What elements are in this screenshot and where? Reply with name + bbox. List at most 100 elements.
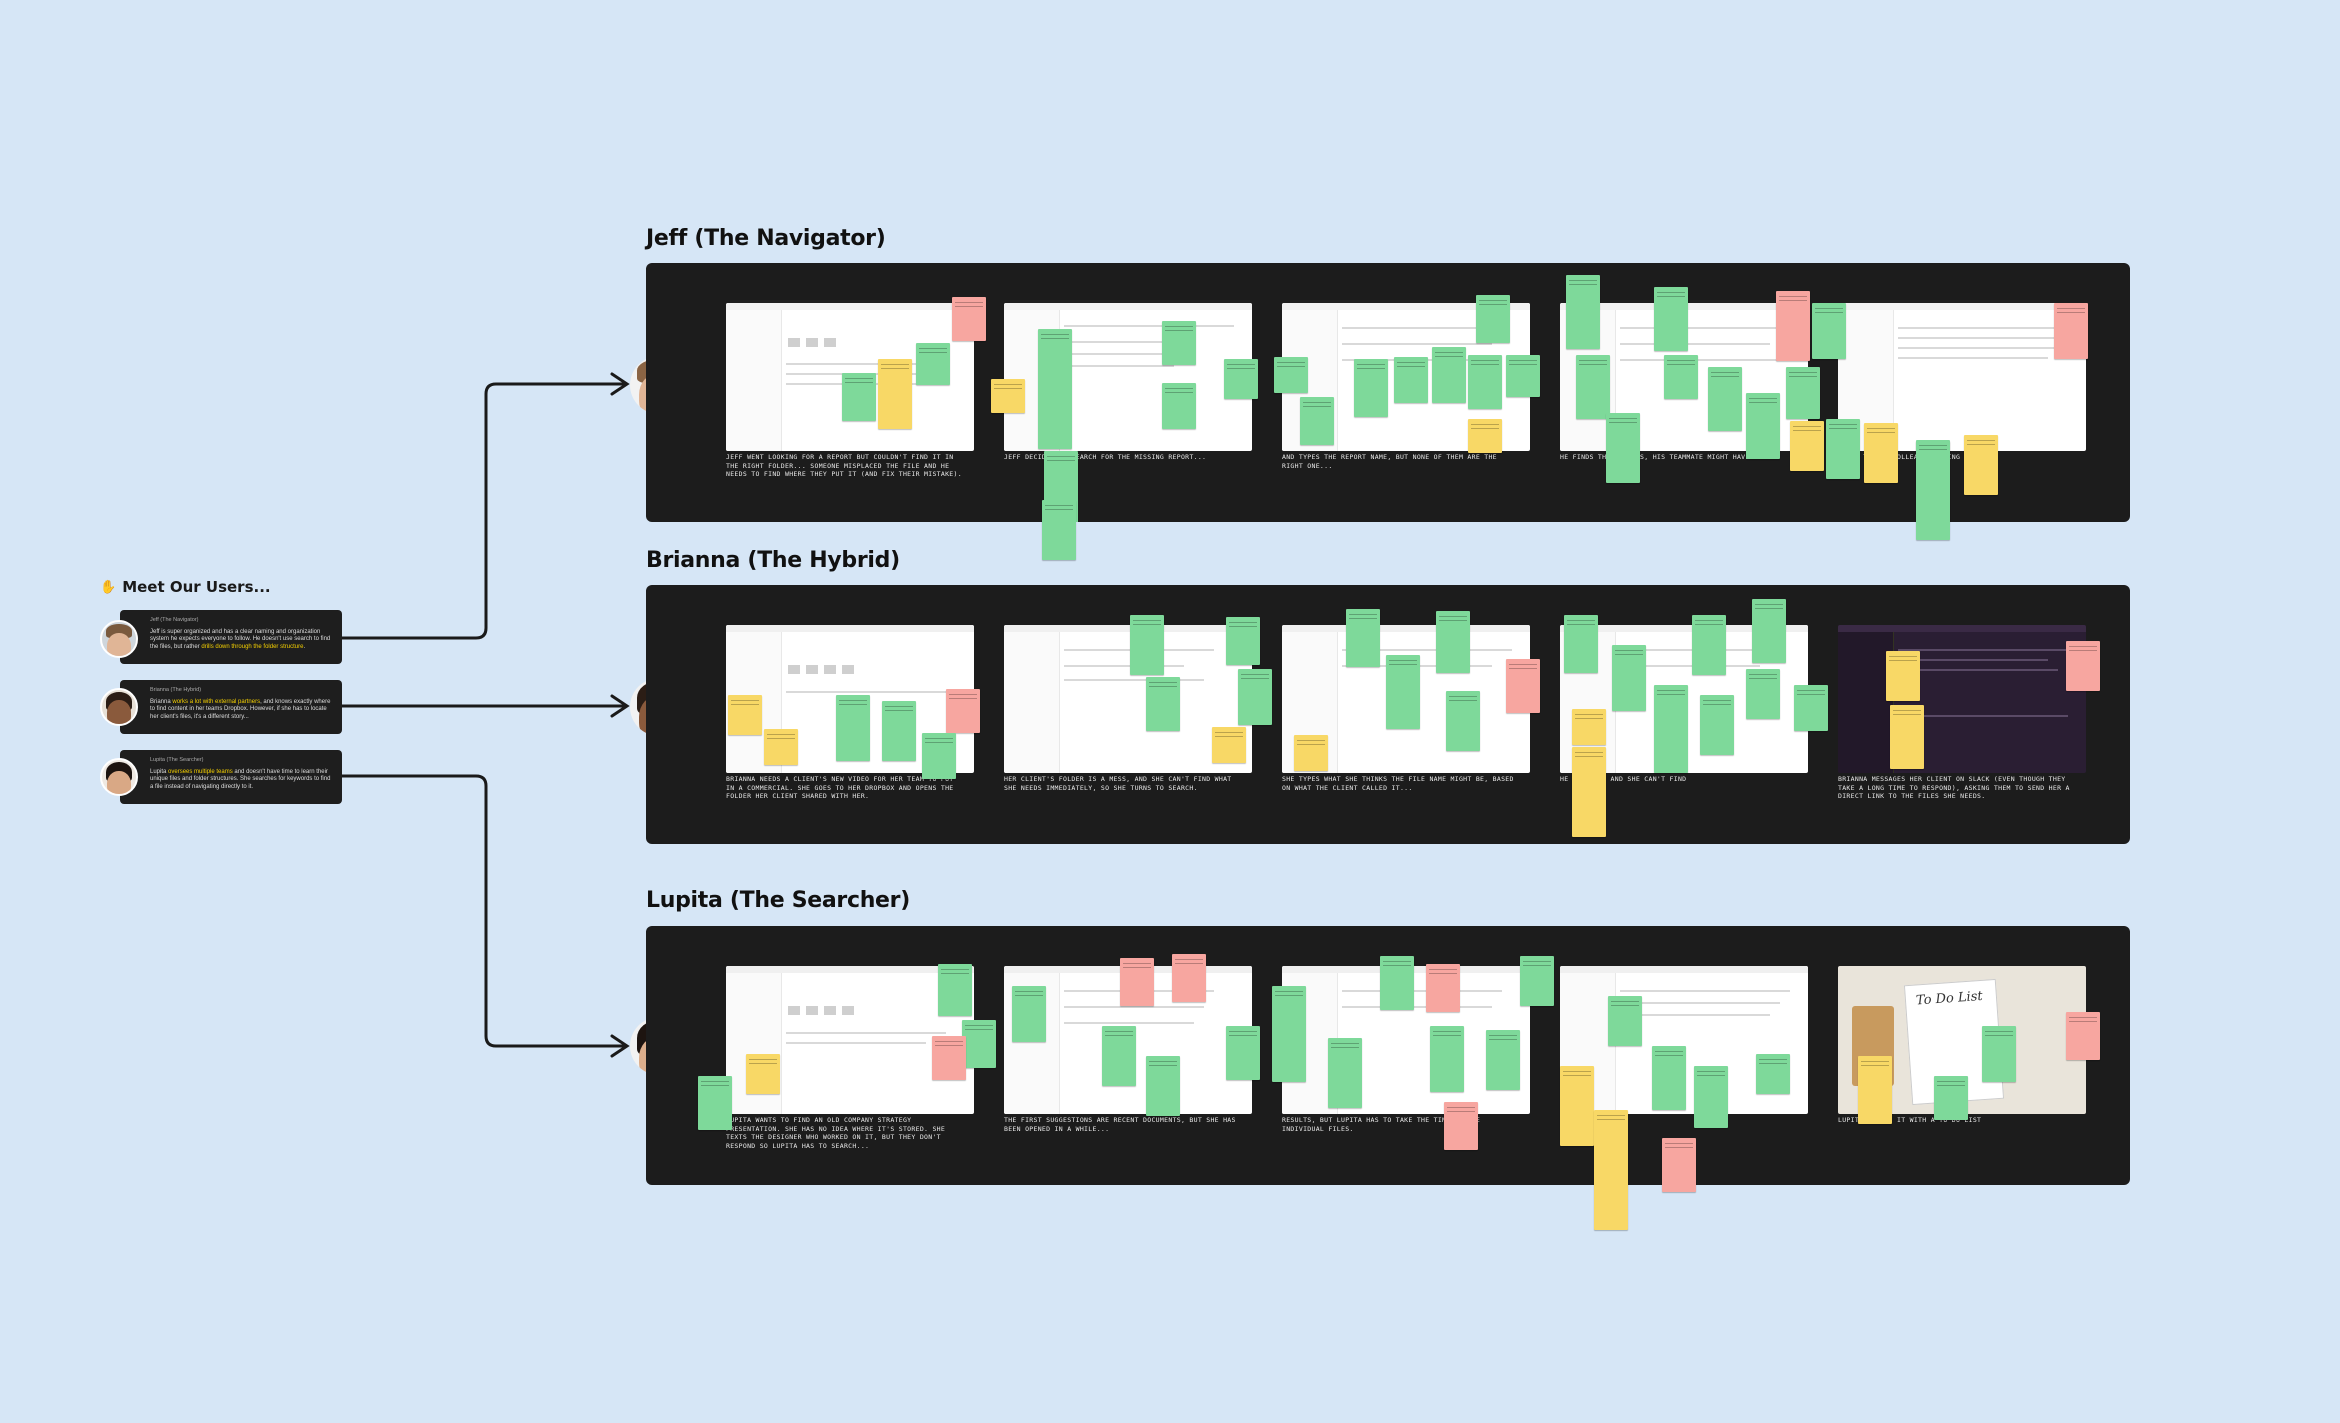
sticky-note[interactable] <box>946 689 980 733</box>
sticky-note[interactable] <box>1162 321 1196 365</box>
sticky-note[interactable] <box>1446 691 1480 751</box>
sticky-note[interactable] <box>1130 615 1164 675</box>
sticky-note[interactable] <box>1354 359 1388 417</box>
journey-caption: Brianna messages her client on Slack (ev… <box>1838 775 2070 800</box>
sticky-note[interactable] <box>1430 1026 1464 1092</box>
sticky-note[interactable] <box>878 359 912 429</box>
sticky-note[interactable] <box>1444 1102 1478 1150</box>
user-card-lupita[interactable]: Lupita (The Searcher) Lupita oversees mu… <box>120 750 342 804</box>
sticky-note[interactable] <box>1120 958 1154 1006</box>
sticky-note[interactable] <box>1662 1138 1696 1192</box>
sticky-note[interactable] <box>922 733 956 779</box>
sticky-note[interactable] <box>1794 685 1828 731</box>
sticky-note[interactable] <box>1224 359 1258 399</box>
sticky-note[interactable] <box>1146 1056 1180 1116</box>
sticky-note[interactable] <box>2066 1012 2100 1060</box>
sticky-note[interactable] <box>728 695 762 735</box>
sticky-note[interactable] <box>1576 355 1610 419</box>
sticky-note[interactable] <box>1790 421 1824 471</box>
sticky-note[interactable] <box>1934 1076 1968 1120</box>
sticky-note[interactable] <box>1172 954 1206 1002</box>
sticky-note[interactable] <box>1476 295 1510 343</box>
sticky-note[interactable] <box>1786 367 1820 419</box>
sticky-note[interactable] <box>1212 727 1246 763</box>
sticky-note[interactable] <box>1654 685 1688 773</box>
sticky-note[interactable] <box>1380 956 1414 1010</box>
sticky-note[interactable] <box>1102 1026 1136 1086</box>
sticky-note[interactable] <box>1226 617 1260 665</box>
sticky-note[interactable] <box>1238 669 1272 725</box>
user-card-brianna[interactable]: Brianna (The Hybrid) Brianna works a lot… <box>120 680 342 734</box>
sticky-note[interactable] <box>1564 615 1598 673</box>
sticky-note[interactable] <box>1864 423 1898 483</box>
sticky-note[interactable] <box>1746 669 1780 719</box>
sticky-note[interactable] <box>1146 677 1180 731</box>
sticky-note[interactable] <box>1654 287 1688 351</box>
sticky-note[interactable] <box>991 379 1025 413</box>
sticky-note[interactable] <box>952 297 986 341</box>
sticky-note[interactable] <box>1294 735 1328 771</box>
sticky-note[interactable] <box>1506 659 1540 713</box>
sticky-note[interactable] <box>1012 986 1046 1042</box>
sticky-note[interactable] <box>1812 303 1846 359</box>
user-card-jeff[interactable]: Jeff (The Navigator) Jeff is super organ… <box>120 610 342 664</box>
sticky-note[interactable] <box>1346 609 1380 667</box>
sticky-note[interactable] <box>1560 1066 1594 1146</box>
sticky-note[interactable] <box>1042 500 1076 560</box>
sticky-note[interactable] <box>1982 1026 2016 1082</box>
sticky-note[interactable] <box>1386 655 1420 729</box>
sticky-note[interactable] <box>1606 413 1640 483</box>
sticky-note[interactable] <box>1226 1026 1260 1080</box>
sticky-note[interactable] <box>1886 651 1920 701</box>
sticky-note[interactable] <box>1858 1056 1892 1124</box>
sticky-note[interactable] <box>1692 615 1726 675</box>
sticky-note[interactable] <box>1300 397 1334 445</box>
sticky-note[interactable] <box>916 343 950 385</box>
sticky-note[interactable] <box>1038 329 1072 449</box>
sticky-note[interactable] <box>842 373 876 421</box>
sticky-note[interactable] <box>1426 964 1460 1012</box>
sticky-note[interactable] <box>1694 1066 1728 1128</box>
sticky-note[interactable] <box>1162 383 1196 429</box>
sticky-note[interactable] <box>1566 275 1600 349</box>
sticky-note[interactable] <box>2066 641 2100 691</box>
sticky-note[interactable] <box>1752 599 1786 663</box>
sticky-note[interactable] <box>1328 1038 1362 1108</box>
sticky-note[interactable] <box>1506 355 1540 397</box>
sticky-note[interactable] <box>938 964 972 1016</box>
sticky-note[interactable] <box>882 701 916 761</box>
sticky-note[interactable] <box>1572 747 1606 837</box>
sticky-note[interactable] <box>1594 1110 1628 1230</box>
sticky-note[interactable] <box>1964 435 1998 495</box>
sticky-note[interactable] <box>1776 291 1810 361</box>
sticky-note[interactable] <box>1468 355 1502 409</box>
sticky-note[interactable] <box>1708 367 1742 431</box>
sticky-note[interactable] <box>1272 986 1306 1082</box>
sticky-note[interactable] <box>1916 440 1950 540</box>
sticky-note[interactable] <box>1608 996 1642 1046</box>
sticky-note[interactable] <box>746 1054 780 1094</box>
sticky-note[interactable] <box>1520 956 1554 1006</box>
sticky-note[interactable] <box>1664 355 1698 399</box>
sticky-note[interactable] <box>1612 645 1646 711</box>
sticky-note[interactable] <box>836 695 870 761</box>
sticky-note[interactable] <box>1652 1046 1686 1110</box>
sticky-note[interactable] <box>1486 1030 1520 1090</box>
sticky-note[interactable] <box>1756 1054 1790 1094</box>
sticky-note[interactable] <box>1436 611 1470 673</box>
sticky-note[interactable] <box>962 1020 996 1068</box>
sticky-note[interactable] <box>1468 419 1502 453</box>
sticky-note[interactable] <box>1746 393 1780 459</box>
sticky-note[interactable] <box>1572 709 1606 745</box>
sticky-note[interactable] <box>1826 419 1860 479</box>
sticky-note[interactable] <box>1394 357 1428 403</box>
sticky-note[interactable] <box>932 1036 966 1080</box>
sticky-note[interactable] <box>1432 347 1466 403</box>
sticky-note[interactable] <box>2054 303 2088 359</box>
sticky-note[interactable] <box>1274 357 1308 393</box>
sticky-note[interactable] <box>1700 695 1734 755</box>
sticky-note[interactable] <box>698 1076 732 1130</box>
sticky-note[interactable] <box>1890 705 1924 769</box>
sticky-note[interactable] <box>764 729 798 765</box>
